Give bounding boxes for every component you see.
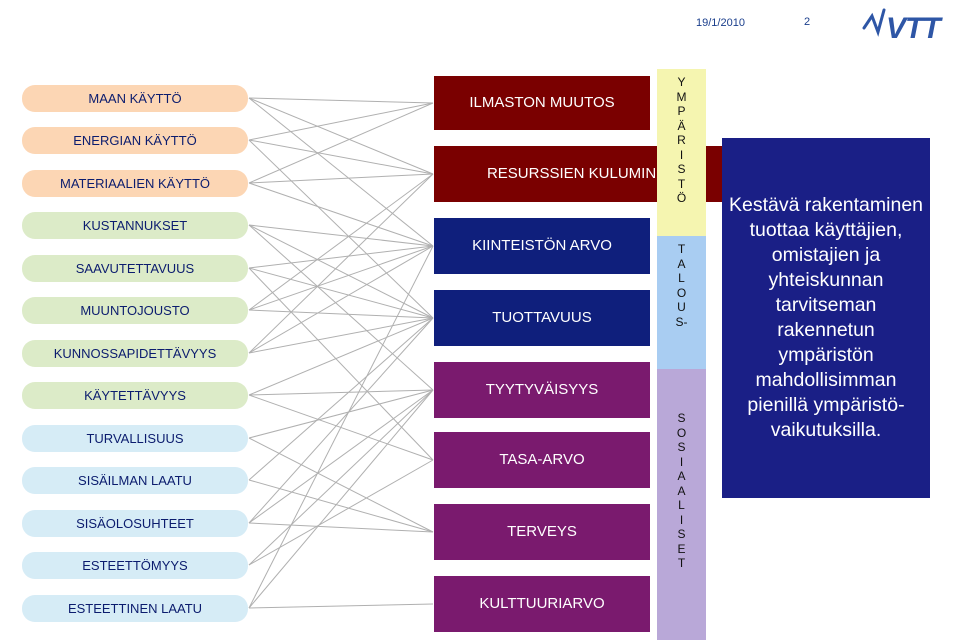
connector-line — [248, 309, 434, 319]
column-letter: L — [678, 271, 685, 285]
vtt-logo-icon — [862, 8, 886, 37]
column-letter: S — [677, 411, 686, 425]
column-letter: O — [676, 285, 687, 300]
column-letter: S — [677, 440, 686, 454]
left-item: SAAVUTETTAVUUS — [22, 255, 248, 282]
connector-line — [248, 389, 434, 566]
connector-line — [248, 317, 434, 481]
connector-line — [248, 267, 434, 461]
connector-line — [248, 173, 434, 311]
connector-line — [248, 317, 434, 396]
column-letter: Ö — [676, 191, 687, 205]
connector-line — [248, 389, 434, 609]
connector-line — [248, 317, 434, 354]
connector-line — [248, 389, 434, 524]
connector-line — [248, 173, 434, 184]
connector-line — [248, 182, 434, 247]
definition-text: Kestävä rakentaminen tuottaa käyttäjien,… — [728, 194, 924, 441]
left-item: KUSTANNUKSET — [22, 212, 248, 239]
impact-box: KULTTUURIARVO — [434, 576, 650, 632]
column-letter: I — [679, 147, 684, 162]
column-letter: O — [676, 425, 687, 440]
impact-box: ILMASTON MUUTOS — [434, 76, 650, 130]
connector-line — [248, 389, 434, 396]
connector-line — [248, 389, 434, 439]
column-letter: L — [678, 498, 685, 512]
column-letter: M — [676, 89, 687, 104]
left-item: KÄYTETTÄVYYS — [22, 382, 248, 409]
column-letter: P — [677, 104, 686, 118]
definition-box: Kestävä rakentaminen tuottaa käyttäjien,… — [722, 138, 930, 498]
left-item: MAAN KÄYTTÖ — [22, 85, 248, 112]
column-letter: A — [677, 469, 686, 483]
connector-line — [248, 173, 434, 354]
impact-box: TASA-ARVO — [434, 432, 650, 488]
connector-line — [248, 245, 434, 609]
impact-box: TUOTTAVUUS — [434, 290, 650, 346]
connector-line — [248, 224, 434, 391]
left-item: ESTEETTÖMYYS — [22, 552, 248, 579]
connector-line — [248, 97, 434, 175]
column-letter: I — [679, 454, 684, 469]
column-letter: A — [677, 256, 686, 271]
left-item: TURVALLISUUS — [22, 425, 248, 452]
column-letter: I — [679, 512, 684, 527]
left-item: MATERIAALIEN KÄYTTÖ — [22, 170, 248, 197]
column-letter: E — [677, 541, 686, 556]
connector-line — [248, 224, 434, 247]
column-letter: S — [677, 527, 686, 541]
connector-line — [248, 97, 434, 247]
header-band — [0, 0, 960, 6]
column-letter: R — [677, 133, 686, 147]
left-item: SISÄOLOSUHTEET — [22, 510, 248, 537]
connector-line — [248, 245, 434, 354]
connector-line — [248, 317, 434, 524]
connector-line — [248, 603, 434, 609]
left-item: SISÄILMAN LAATU — [22, 467, 248, 494]
left-item: KUNNOSSAPIDETTÄVYYS — [22, 340, 248, 367]
connector-line — [248, 437, 434, 533]
connector-line — [248, 97, 434, 104]
left-item: ESTEETTINEN LAATU — [22, 595, 248, 622]
impact-box: TYYTYVÄISYYS — [434, 362, 650, 418]
column-letter: T — [677, 176, 686, 191]
connector-line — [248, 139, 434, 175]
connector-line — [248, 245, 434, 269]
connector-line — [248, 267, 434, 319]
column-letter: Ä — [677, 118, 686, 133]
connector-line — [248, 522, 434, 533]
connector-line — [248, 224, 434, 319]
column-letter: T — [677, 556, 686, 570]
column-letter: Y — [677, 75, 686, 89]
impact-box: TERVEYS — [434, 504, 650, 560]
column-letter: T — [677, 242, 686, 256]
logo-text: VTT — [886, 12, 941, 45]
connector-line — [248, 139, 434, 319]
connector-line — [248, 459, 434, 566]
left-item: MUUNTOJOUSTO — [22, 297, 248, 324]
connector-line — [248, 245, 434, 311]
left-item: ENERGIAN KÄYTTÖ — [22, 127, 248, 154]
column-letter: A — [677, 483, 686, 498]
column-letter: S- — [675, 314, 688, 329]
column-letter: S — [677, 162, 686, 176]
connector-line — [248, 102, 434, 184]
impact-box: KIINTEISTÖN ARVO — [434, 218, 650, 274]
page-number: 2 — [804, 16, 811, 28]
slide-date: 19/1/2010 — [696, 17, 745, 29]
connector-line — [248, 102, 434, 141]
slide-header: 19/1/2010 2 VTT — [0, 0, 960, 50]
column-letter: U — [677, 300, 686, 314]
